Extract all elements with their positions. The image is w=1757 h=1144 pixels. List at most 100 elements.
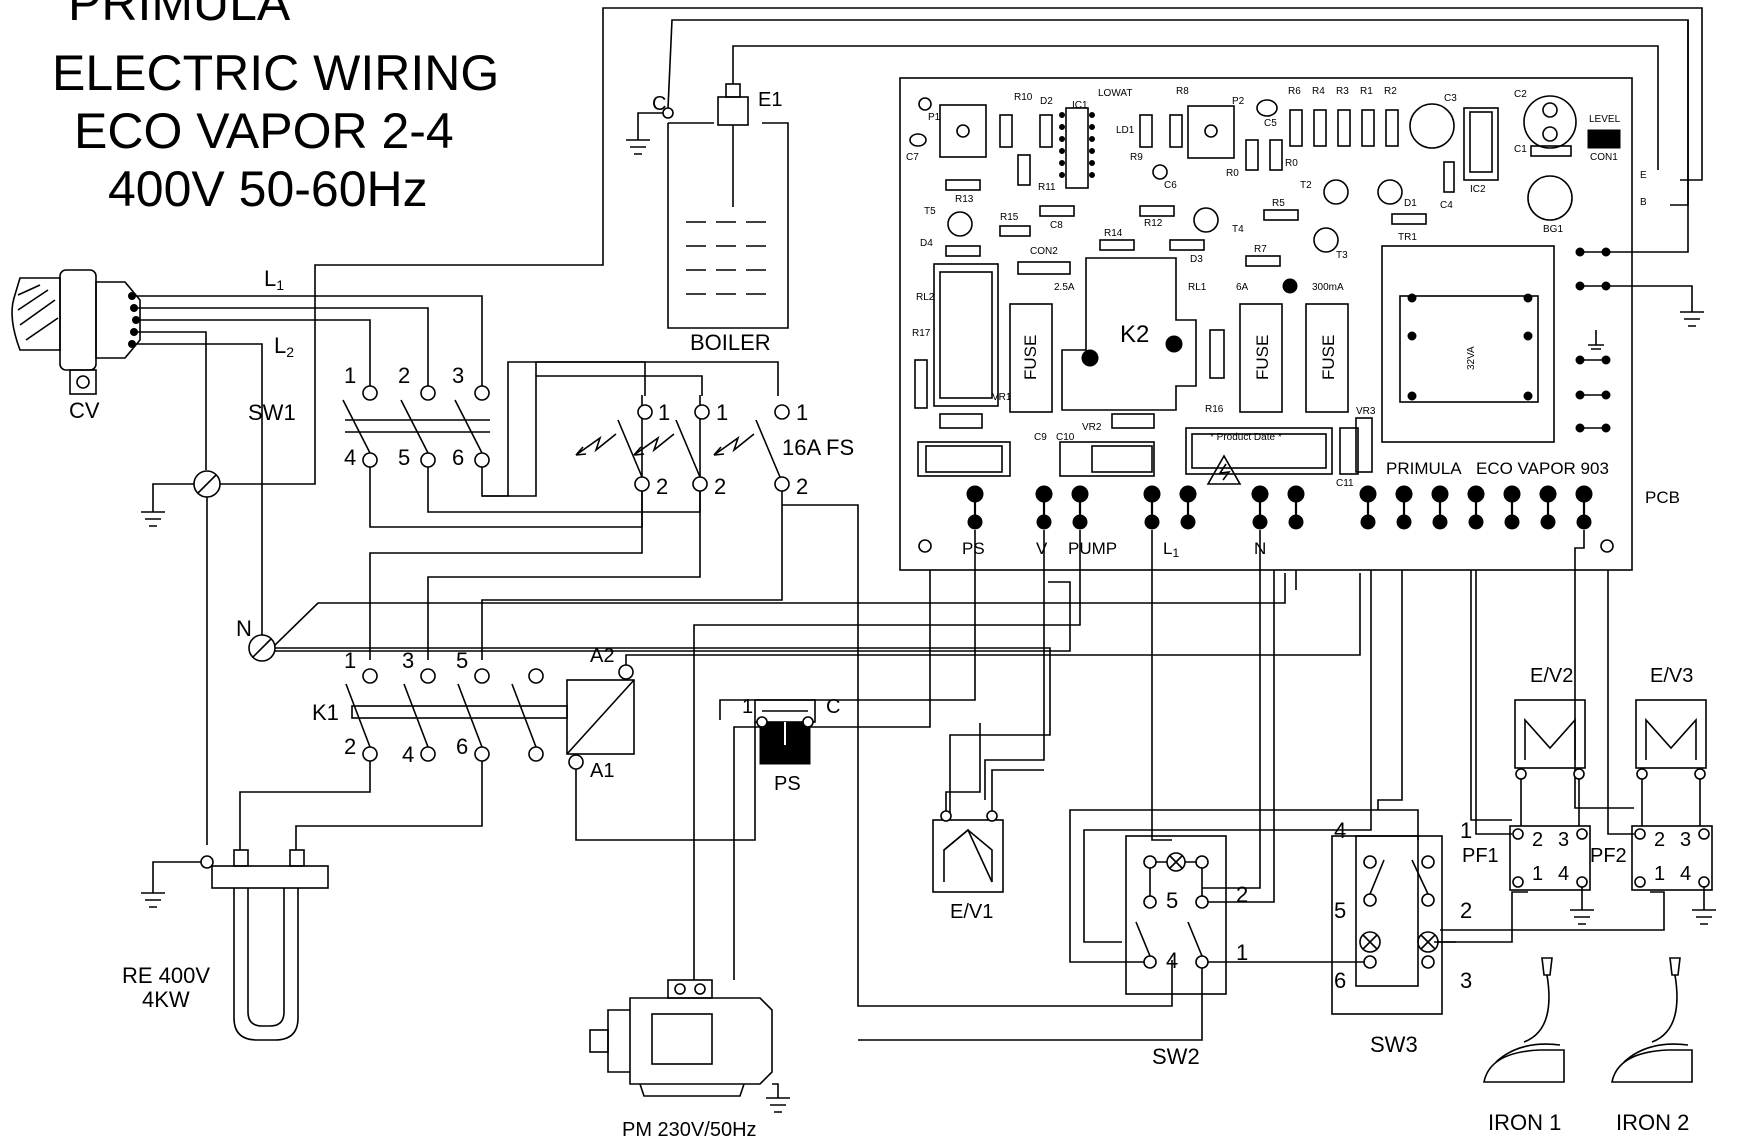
pcb-r13: R13	[955, 194, 974, 205]
pcb-c5: C5	[1264, 118, 1277, 129]
pcb-rl2: RL2	[916, 292, 935, 303]
k1-contactor: 1 3 5 2 4 6 K1 A2 A1	[312, 573, 1361, 841]
pcb-bottom-terminals	[966, 454, 1593, 530]
sw1-to-fuse-wires	[369, 361, 779, 528]
ps-term-c: C	[826, 696, 840, 718]
ps-term-1: 1	[742, 696, 753, 718]
pcb-c7: C7	[906, 152, 919, 163]
pf2-connector: 2 3 1 4 PF2	[1590, 570, 1716, 925]
pcb-tr1: TR1	[1398, 232, 1417, 243]
pcb-model: ECO VAPOR 903	[1476, 459, 1609, 478]
pcb-t5: T5	[924, 206, 936, 217]
pcb-r1: R1	[1360, 86, 1373, 97]
sw3-switch: 4 1 5 2 6 3 SW3	[1331, 818, 1665, 1057]
pf2-term-3: 3	[1680, 829, 1691, 851]
k1-term-3: 3	[402, 648, 414, 673]
neutral-terminal: N	[236, 573, 1286, 815]
boiler-c-label: C	[652, 93, 666, 115]
cv-wires: L1 L2	[136, 266, 483, 605]
title-line1: ELECTRIC WIRING	[52, 45, 499, 101]
pf1-label: PF1	[1462, 845, 1499, 867]
sw2-term-2: 2	[1236, 882, 1248, 907]
pcb-r10: R10	[1014, 92, 1033, 103]
pf2-term-4: 4	[1680, 863, 1691, 885]
title-line3: 400V 50-60Hz	[108, 161, 428, 217]
pcb-fuse3: FUSE	[1319, 335, 1338, 380]
ev3-label: E/V3	[1650, 665, 1693, 687]
pcb-c10: C10	[1056, 432, 1075, 443]
iron-1: IRON 1	[1483, 957, 1565, 1135]
pcb-c9: C9	[1034, 432, 1047, 443]
boiler: C E1 BOILER	[626, 19, 1689, 355]
cv-label: CV	[69, 398, 100, 423]
pcb-d4: D4	[920, 238, 933, 249]
pcb-fuse-rating-1: 2.5A	[1054, 282, 1075, 293]
pcb-con1: CON1	[1590, 152, 1618, 163]
sw2-term-5: 5	[1166, 888, 1178, 913]
pcb-term-l1: L1	[1163, 539, 1179, 560]
pcb-ld1: LD1	[1116, 125, 1135, 136]
pcb-t3: T3	[1336, 250, 1348, 261]
pcb-ic1: IC1	[1072, 100, 1088, 111]
ev1-label: E/V1	[950, 901, 993, 923]
pf1-term-3: 3	[1558, 829, 1569, 851]
ground-terminal-left	[141, 7, 1703, 845]
sw2-label: SW2	[1152, 1044, 1200, 1069]
sw1-term-2: 2	[398, 363, 410, 388]
iron2-label: IRON 2	[1616, 1110, 1689, 1135]
pcb: PCB P1 C7 R10 D2 IC1 LOWAT LD1 R8 R9	[899, 20, 1704, 571]
ps-label: PS	[774, 773, 801, 795]
iron-2: IRON 2	[1611, 957, 1693, 1135]
pcb-field-wires	[693, 530, 1634, 980]
ev3-valve: E/V3	[1635, 665, 1707, 826]
pcb-bg1: BG1	[1543, 224, 1563, 235]
pcb-r12: R12	[1144, 218, 1163, 229]
pcb-c4: C4	[1440, 200, 1453, 211]
pf2-term-1: 1	[1654, 863, 1665, 885]
pcb-r11: R11	[1038, 182, 1056, 193]
sw3-term-6: 6	[1334, 968, 1346, 993]
l1-label: L1	[264, 266, 284, 293]
fuse-term-2a: 2	[656, 474, 668, 499]
pcb-c2: C2	[1514, 89, 1527, 100]
sw1-term-5: 5	[398, 445, 410, 470]
pcb-fuse2: FUSE	[1253, 335, 1272, 380]
pcb-r8: R8	[1176, 86, 1189, 97]
pcb-vr1: VR1	[992, 392, 1012, 403]
pcb-vr3: VR3	[1356, 406, 1376, 417]
pressure-switch: 1 C PS	[733, 570, 931, 980]
pf2-term-2: 2	[1654, 829, 1665, 851]
pf1-term-2: 2	[1532, 829, 1543, 851]
pcb-ic2: IC2	[1470, 184, 1486, 195]
fuse-term-2c: 2	[796, 474, 808, 499]
pcb-p2: P2	[1232, 96, 1245, 107]
pcb-rl1: RL1	[1188, 282, 1207, 293]
pcb-term-pump: PUMP	[1068, 539, 1117, 558]
title-brand: PRIMULA	[68, 0, 291, 31]
sw3-term-4: 4	[1334, 818, 1346, 843]
k1-term-2: 2	[344, 734, 356, 759]
heater-wires	[239, 761, 483, 850]
k1-term-5: 5	[456, 648, 468, 673]
pcb-lowat: LOWAT	[1098, 88, 1132, 99]
l2-label: L2	[274, 333, 294, 360]
ev2-label: E/V2	[1530, 665, 1573, 687]
sw3-term-2: 2	[1460, 898, 1472, 923]
pcb-c6: C6	[1164, 180, 1177, 191]
pcb-r4: R4	[1312, 86, 1325, 97]
pcb-side-e: E	[1640, 170, 1647, 181]
pcb-d2: D2	[1040, 96, 1053, 107]
pcb-d1: D1	[1404, 198, 1417, 209]
pcb-ic1-pins	[1059, 112, 1095, 178]
pcb-c3: C3	[1444, 93, 1457, 104]
pcb-r17: R17	[912, 328, 931, 339]
sw1-main-switch: SW1 1 2 3 4 5 6	[248, 363, 490, 470]
pcb-c11: C11	[1336, 478, 1354, 489]
fuse-block: 1 1 1 2 2 2 16A FS	[575, 400, 854, 499]
sw1-term-3: 3	[452, 363, 464, 388]
sw3-term-5: 5	[1334, 898, 1346, 923]
pcb-r16: R16	[1205, 404, 1224, 415]
pcb-level: LEVEL	[1589, 114, 1621, 125]
fuse-term-1a: 1	[658, 400, 670, 425]
